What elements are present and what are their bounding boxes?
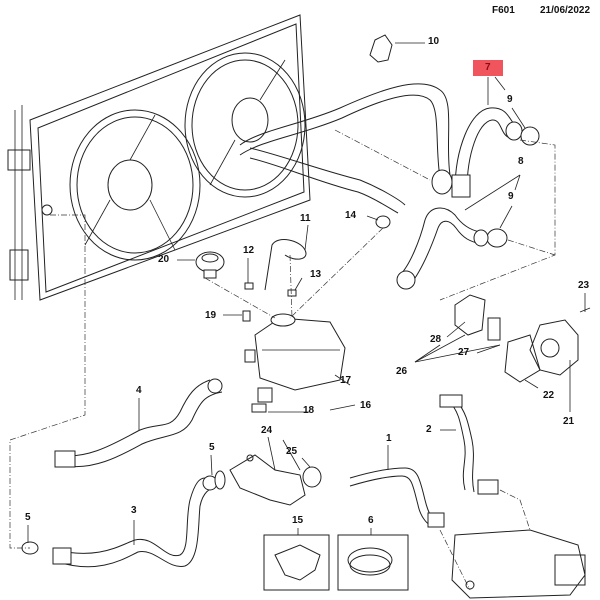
- callout-10[interactable]: 10: [428, 36, 440, 47]
- seal-25[interactable]: [302, 466, 322, 488]
- callout-15[interactable]: 15: [292, 515, 304, 526]
- diagram-code: F601: [492, 5, 515, 16]
- callout-14[interactable]: 14: [345, 210, 357, 221]
- coolant-outlet-26[interactable]: [454, 294, 501, 341]
- sensor-18[interactable]: [251, 387, 273, 413]
- callout-17[interactable]: 17: [340, 375, 352, 386]
- detail-box-15[interactable]: [263, 534, 330, 591]
- assembly-lines: [9, 129, 556, 591]
- gasket-22[interactable]: [504, 334, 541, 383]
- clip-12[interactable]: [244, 282, 254, 290]
- detail-box-6[interactable]: [337, 534, 409, 591]
- leader-lines: [27, 42, 586, 545]
- callout-9-upper[interactable]: 9: [507, 94, 513, 105]
- callout-3[interactable]: 3: [131, 505, 137, 516]
- callout-11[interactable]: 11: [300, 213, 311, 224]
- clip-10[interactable]: [369, 34, 393, 63]
- callout-23[interactable]: 23: [578, 280, 590, 291]
- clamp-14[interactable]: [375, 215, 391, 229]
- hose-3[interactable]: [52, 475, 218, 568]
- callout-20[interactable]: 20: [158, 254, 170, 265]
- clamp-9-lower[interactable]: [486, 228, 508, 248]
- thermostat-housing-24[interactable]: [229, 454, 306, 506]
- callout-25[interactable]: 25: [286, 446, 298, 457]
- clip-13[interactable]: [287, 289, 297, 297]
- hose-8[interactable]: [396, 207, 489, 290]
- callout-4[interactable]: 4: [136, 385, 142, 396]
- clamp-5-right[interactable]: [214, 470, 226, 490]
- callout-5-right[interactable]: 5: [209, 442, 215, 453]
- pipe-2[interactable]: [439, 394, 499, 495]
- diagram-date: 21/06/2022: [540, 5, 591, 16]
- callout-5-left[interactable]: 5: [25, 512, 31, 523]
- callout-27[interactable]: 27: [458, 347, 470, 358]
- callout-18[interactable]: 18: [303, 405, 315, 416]
- callout-21[interactable]: 21: [563, 416, 575, 427]
- callout-22[interactable]: 22: [543, 390, 555, 401]
- callout-24[interactable]: 24: [261, 425, 273, 436]
- callout-8[interactable]: 8: [518, 156, 524, 167]
- hose-7[interactable]: [451, 107, 523, 198]
- water-pump[interactable]: [529, 319, 579, 376]
- callout-2[interactable]: 2: [426, 424, 432, 435]
- callout-9-lower[interactable]: 9: [508, 191, 514, 202]
- hose-4[interactable]: [54, 378, 223, 468]
- callout-16[interactable]: 16: [360, 400, 372, 411]
- upper-radiator-hose[interactable]: [239, 83, 453, 214]
- radiator-fan-assembly[interactable]: [7, 14, 311, 301]
- callout-26[interactable]: 26: [396, 366, 408, 377]
- callout-1[interactable]: 1: [386, 433, 392, 444]
- clip-19[interactable]: [242, 310, 251, 322]
- pipe-1[interactable]: [349, 467, 445, 528]
- callout-12[interactable]: 12: [243, 245, 255, 256]
- expansion-tank[interactable]: [244, 313, 346, 391]
- cap-20[interactable]: [195, 251, 225, 279]
- callout-7[interactable]: 7: [473, 60, 503, 76]
- callout-19[interactable]: 19: [205, 310, 217, 321]
- callout-13[interactable]: 13: [310, 269, 322, 280]
- callout-28[interactable]: 28: [430, 334, 442, 345]
- callout-6[interactable]: 6: [368, 515, 374, 526]
- oil-cooler-housing[interactable]: [451, 529, 586, 599]
